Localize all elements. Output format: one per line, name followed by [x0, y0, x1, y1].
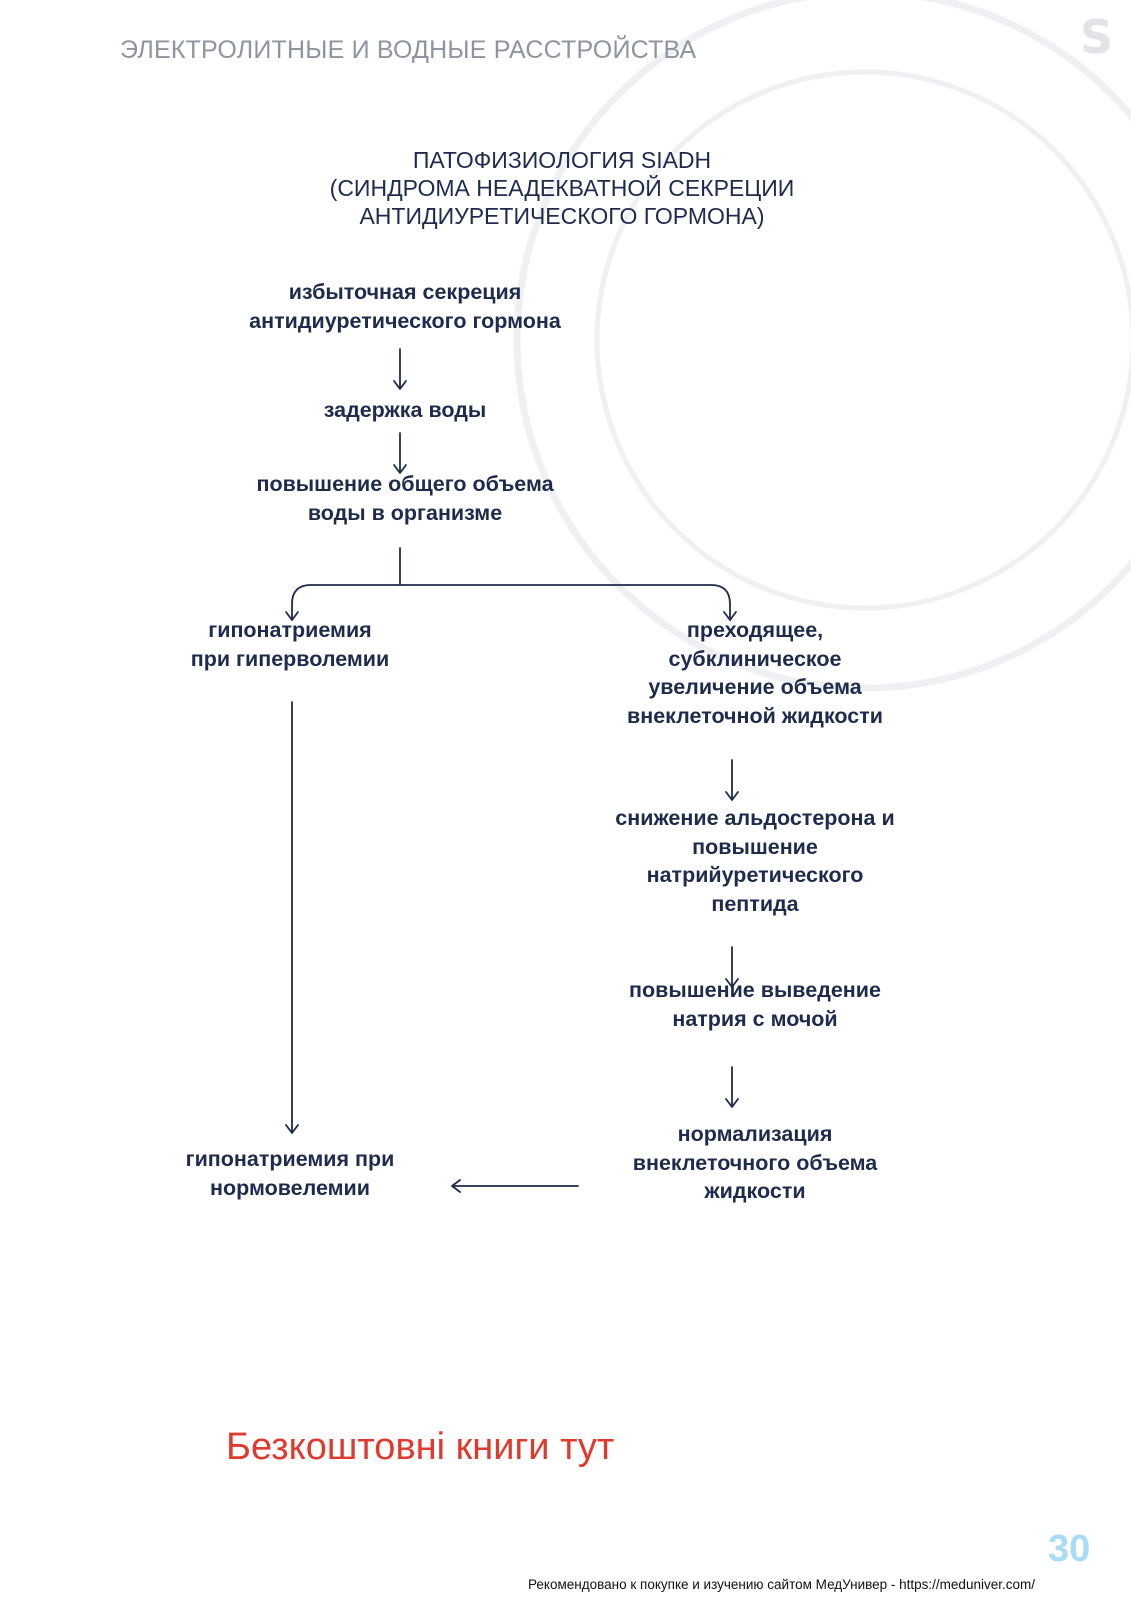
title-line-1: ПАТОФИЗИОЛОГИЯ SIADH	[412, 147, 712, 173]
node-hyponatremia-hypervolemia: гипонатриемия при гиперволемии	[190, 618, 390, 671]
node-sodium-excretion: повышение выведение натрия с мочой	[629, 978, 881, 1031]
arrowhead-right-branch	[723, 611, 737, 621]
diagram-title: ПАТОФИЗИОЛОГИЯ SIADH (СИНДРОМА НЕАДЕКВАТ…	[262, 146, 862, 230]
node-transient-ecf-increase: преходящее, субклиническое увеличение об…	[626, 618, 883, 728]
arrow-sodium-to-normalization	[725, 1066, 739, 1108]
section-header: ЭЛЕКТРОЛИТНЫЕ И ВОДНЫЕ РАССТРОЙСТВА	[120, 36, 697, 64]
node-total-water-increase: повышение общего объема воды в организме	[256, 472, 554, 525]
arrow-ecf-to-aldosterone	[725, 759, 739, 801]
logo-icon: S	[1080, 10, 1114, 64]
branch-connector	[291, 547, 731, 621]
node-aldosterone-natriuretic: снижение альдостерона и повышение натрий…	[615, 806, 895, 916]
arrow-adh-to-water-retention	[393, 348, 407, 390]
node-excess-adh-secretion: избыточная секреция антидиуретического г…	[249, 280, 561, 333]
arrowhead-left-branch	[285, 611, 299, 621]
arrow-normalization-to-normovolemia	[451, 1179, 579, 1193]
title-line-3: АНТИДИУРЕТИЧЕСКОГО ГОРМОНА)	[359, 203, 765, 229]
page-number: 30	[1048, 1528, 1091, 1570]
node-hyponatremia-normovolemia: гипонатриемия при нормовелемии	[185, 1147, 395, 1200]
arrow-aldosterone-to-sodium	[725, 946, 739, 988]
promo-link[interactable]: Безкоштовні книги тут	[226, 1426, 615, 1468]
node-water-retention: задержка воды	[323, 398, 487, 422]
footer-text: Рекомендовано к покупке и изучению сайто…	[528, 1577, 1035, 1592]
title-line-2: (СИНДРОМА НЕАДЕКВАТНОЙ СЕКРЕЦИИ	[329, 175, 795, 201]
arrow-hypervolemia-to-normovolemia	[285, 701, 299, 1134]
node-ecf-normalization: нормализация внеклеточного объема жидкос…	[632, 1122, 878, 1203]
arrow-water-retention-to-total-water	[393, 432, 407, 474]
